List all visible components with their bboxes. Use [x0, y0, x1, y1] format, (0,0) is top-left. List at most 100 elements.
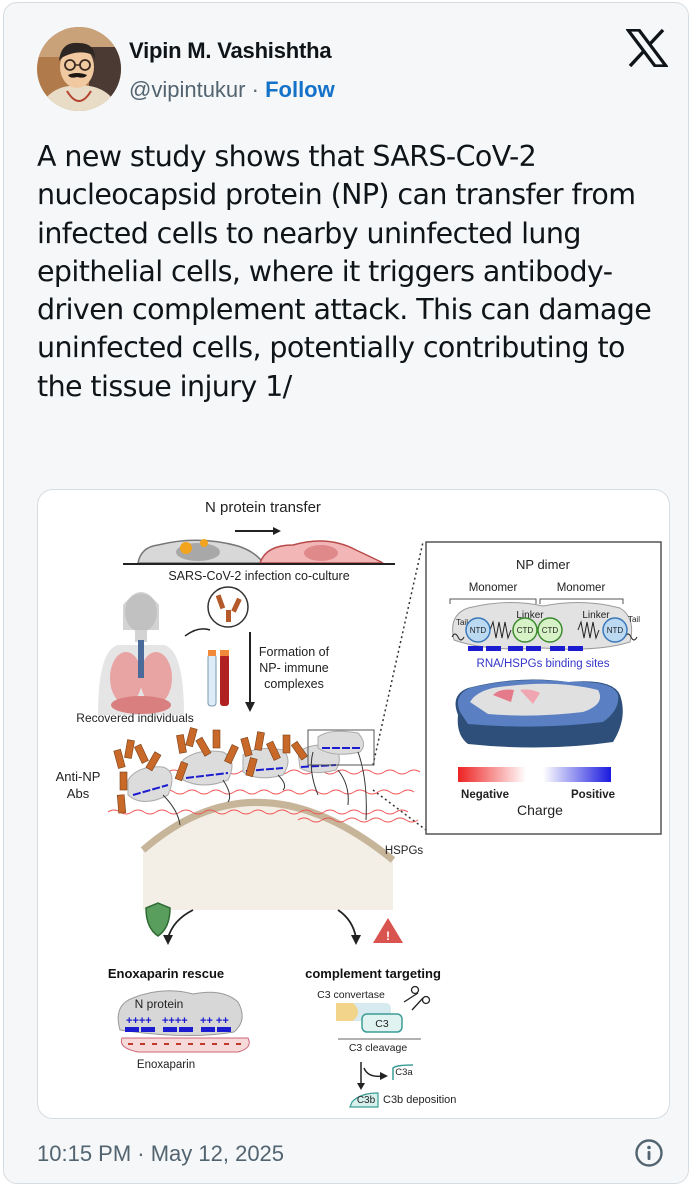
scissors-icon: [403, 985, 431, 1011]
anti-np-abs-label-line1: Anti-NP: [56, 769, 101, 784]
zoom-connector-bottom: [372, 789, 427, 831]
np-dimer-title: NP dimer: [516, 557, 571, 572]
info-icon[interactable]: [633, 1137, 665, 1169]
tweet-media-figure[interactable]: N protein transfer SARS-CoV-2 infection …: [37, 489, 670, 1119]
plus-charges-1: ++++: [126, 1015, 152, 1027]
charge-scale-positive: [543, 767, 611, 782]
separator-dot: ·: [251, 77, 266, 102]
glycan-chains: [107, 769, 421, 823]
follow-button[interactable]: Follow: [265, 77, 335, 102]
recovered-individuals-label: Recovered individuals: [76, 711, 193, 725]
author-handle-row: @vipintukur · Follow: [129, 77, 335, 103]
rescue-arrow-head: [163, 935, 173, 945]
hspgs-label: HSPGs: [385, 845, 424, 857]
c3b-fragment: [349, 1092, 379, 1108]
enoxaparin-rescue-title: Enoxaparin rescue: [108, 966, 224, 981]
author-avatar[interactable]: [37, 27, 121, 111]
cell-body: [143, 802, 393, 910]
ctd-label-right: CTD: [542, 626, 559, 635]
blood-tube-empty: [207, 653, 217, 707]
binding-sites: [468, 646, 583, 651]
sample-arrow: [184, 628, 211, 637]
warning-icon: [373, 918, 403, 943]
linker-spring-left: [489, 620, 512, 640]
binding-site-lines: [132, 747, 360, 796]
complement-arrow-head: [351, 935, 361, 945]
complement-targeting-title: complement targeting: [305, 966, 441, 981]
author-handle[interactable]: @vipintukur: [129, 77, 246, 102]
c3a-fragment: [392, 1064, 414, 1080]
c3-label: C3: [375, 1018, 389, 1030]
shield-icon: [145, 902, 171, 937]
linker-left-label: Linker: [516, 610, 544, 621]
avatar-illustration-icon: [37, 27, 121, 111]
charge-patch-negative: [493, 689, 514, 702]
enoxaparin-molecule: [120, 1037, 250, 1053]
tube-cap: [208, 650, 216, 656]
x-logo-icon[interactable]: [624, 28, 670, 68]
rescue-arrow: [167, 909, 194, 939]
blood-tube-full: [220, 654, 229, 706]
ntd-label-left: NTD: [470, 626, 487, 635]
enoxaparin-label: Enoxaparin: [137, 1059, 195, 1071]
c3-cleavage-label: C3 cleavage: [349, 1042, 408, 1054]
coculture-caption: SARS-CoV-2 infection co-culture: [168, 569, 349, 583]
c3a-label: C3a: [395, 1067, 413, 1078]
zoom-region-box: [307, 729, 375, 766]
ntd-domain-left: [465, 617, 491, 643]
ctd-domain-left: [512, 617, 538, 643]
patient-illustration: [98, 592, 184, 715]
rescue-binding-sites: [125, 1027, 231, 1032]
monomer-left-label: Monomer: [469, 582, 518, 594]
ctd-domain-right: [537, 617, 563, 643]
tweet-card: Vipin M. Vashishtha @vipintukur · Follow…: [3, 2, 689, 1184]
virus-icon: [180, 542, 192, 554]
formation-label-line3: complexes: [264, 677, 324, 691]
monomer-right-bracket: [539, 598, 624, 604]
ntd-label-right: NTD: [607, 626, 624, 635]
linker-right-label: Linker: [582, 610, 610, 621]
formation-label-line1: Formation of: [259, 645, 330, 659]
cell-membrane: [140, 799, 396, 863]
c3b-label: C3b: [357, 1095, 376, 1106]
tube-cap: [220, 650, 229, 656]
n-protein-cloud: [117, 990, 243, 1037]
c3b-arrow-head: [357, 1083, 365, 1090]
formation-label-line2: NP- immune: [259, 661, 329, 675]
antibody-icons: [215, 594, 242, 622]
uninfected-cell-nucleus: [304, 545, 338, 561]
charge-patch-negative: [520, 689, 540, 704]
hspg-stalks: [162, 751, 367, 826]
plus-charges-2: ++++: [162, 1015, 188, 1027]
c3b-deposition-label: C3b deposition: [383, 1094, 456, 1106]
c3-convertase-label: C3 convertase: [317, 989, 385, 1001]
monomer-right-label: Monomer: [557, 582, 606, 594]
n-protein-label: N protein: [135, 997, 184, 1011]
antibodies: [113, 727, 308, 814]
charge-title: Charge: [517, 802, 563, 818]
tweet-timestamp[interactable]: 10:15 PM · May 12, 2025: [37, 1141, 285, 1166]
formation-arrow-head: [245, 702, 255, 712]
figure-transfer-title: N protein transfer: [205, 499, 321, 516]
warning-exclamation: !: [386, 929, 390, 943]
c3a-arrow-head: [380, 1072, 388, 1080]
ctd-label-left: CTD: [517, 626, 534, 635]
virus-icon: [200, 539, 208, 547]
ntd-domain-right: [602, 617, 628, 643]
positive-label: Positive: [571, 789, 615, 801]
tail-left-label: Tail: [456, 618, 468, 627]
negative-label: Negative: [461, 789, 509, 801]
tail-right-label: Tail: [628, 615, 640, 624]
tweet-text: A new study shows that SARS-CoV-2 nucleo…: [37, 140, 652, 403]
zoom-connector-top: [372, 541, 424, 766]
author-name[interactable]: Vipin M. Vashishtha: [129, 38, 332, 63]
convertase-subunit: [336, 1003, 358, 1021]
linker-spring-right: [577, 620, 600, 640]
monomer-left-bracket: [449, 598, 537, 604]
transfer-arrow-head: [273, 527, 281, 535]
anti-np-abs-label-line2: Abs: [67, 786, 90, 801]
plus-charges-3: ++ ++: [200, 1015, 229, 1027]
charge-scale-negative: [458, 767, 526, 782]
tail-left: [451, 633, 465, 641]
binding-sites-label: RNA/HSPGs binding sites: [477, 658, 610, 670]
